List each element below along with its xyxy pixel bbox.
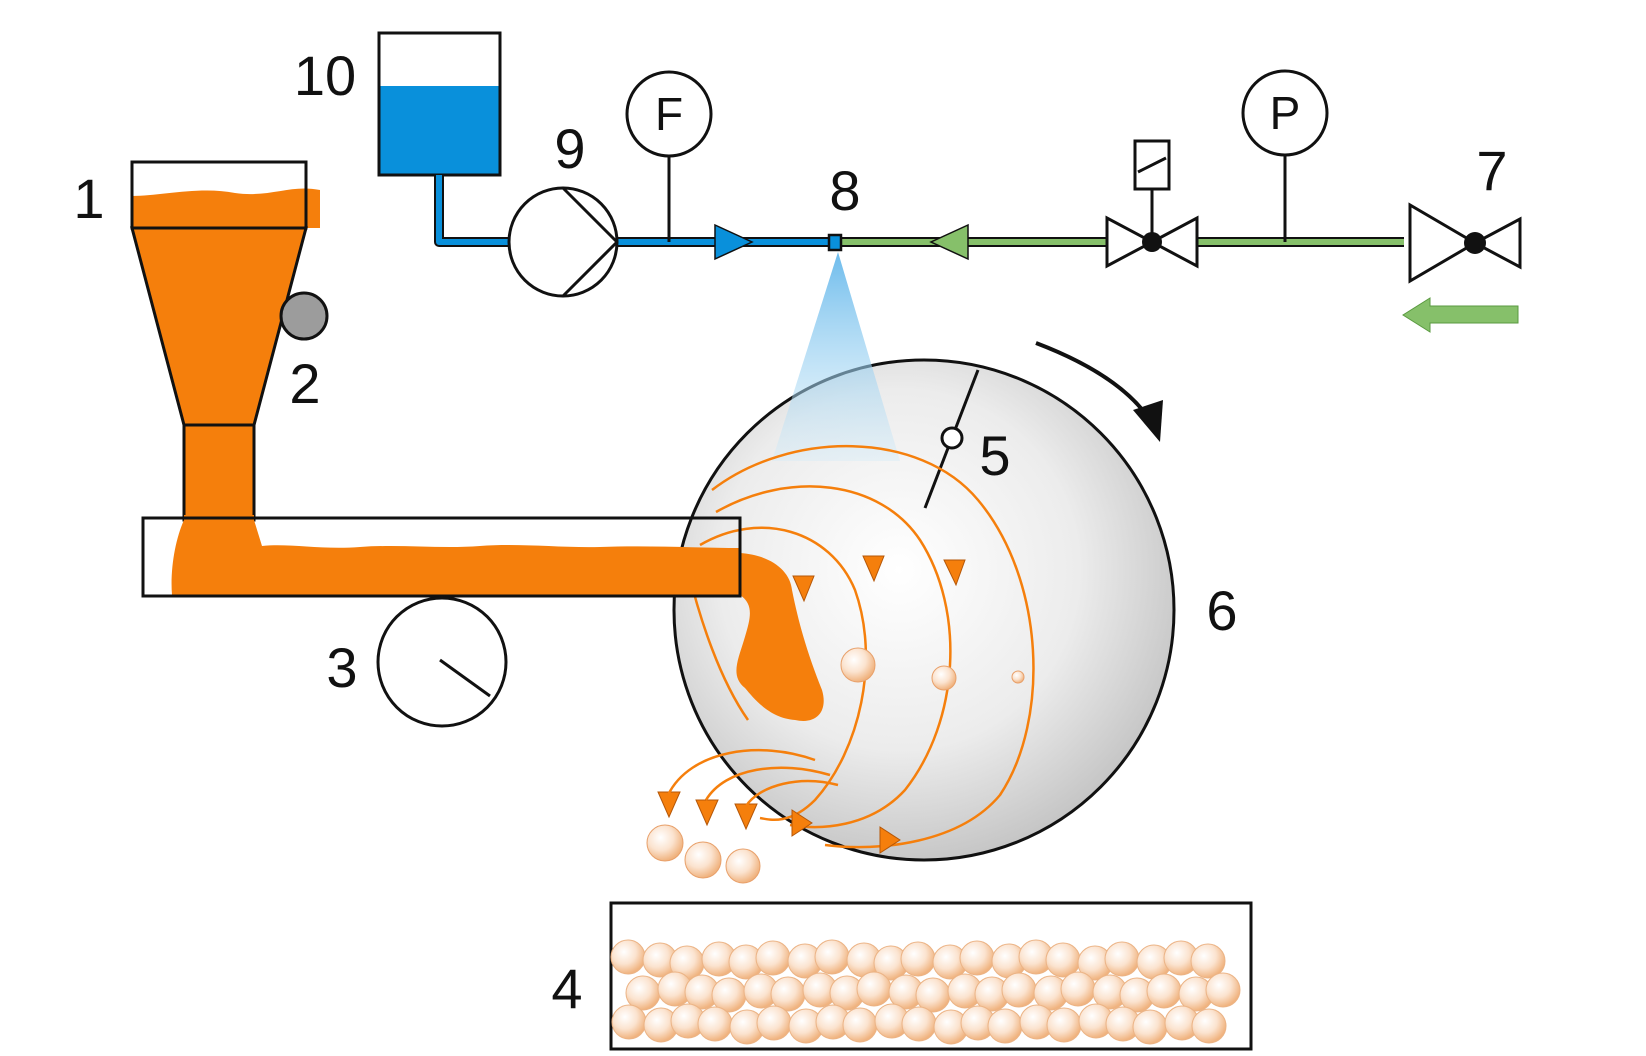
tray-pellet <box>697 1006 733 1042</box>
label-liquid-tank: 10 <box>294 44 356 107</box>
component-labels: 1 2 3 4 5 6 7 8 9 10 <box>73 44 1507 1020</box>
material-drop <box>736 553 824 721</box>
tray-pellet <box>1046 1007 1082 1043</box>
angle-indicator <box>923 369 980 509</box>
label-angle-indicator: 5 <box>979 424 1010 487</box>
tray-pellet <box>959 940 995 976</box>
pressure-gauge-letter: P <box>1270 87 1301 139</box>
label-vibrator: 2 <box>289 352 320 415</box>
label-feeder-gauge: 3 <box>326 636 357 699</box>
exiting-pellets <box>646 824 761 884</box>
feed-hopper <box>130 160 320 522</box>
product-tray <box>609 901 1253 1051</box>
label-pump: 9 <box>554 117 585 180</box>
tray-pellet <box>1190 943 1226 979</box>
flow-direction-arrow <box>714 223 754 261</box>
tray-pellet <box>1104 941 1140 977</box>
liquid-line <box>434 175 830 261</box>
label-drum: 6 <box>1206 579 1237 642</box>
pressure-gauge: P <box>1241 69 1329 242</box>
tray-pellet <box>1146 973 1182 1009</box>
air-direction-arrow <box>929 223 969 261</box>
air-line <box>840 223 1404 261</box>
tray-pellet <box>610 939 646 975</box>
vibrator <box>279 291 329 341</box>
tray-pellet <box>1205 972 1241 1008</box>
flow-gauge-letter: F <box>655 88 683 140</box>
tray-pellet <box>900 941 936 977</box>
label-air-valve: 7 <box>1476 139 1507 202</box>
feeder-gauge <box>376 596 508 728</box>
tray-pellet <box>856 971 892 1007</box>
trajectory-arrowheads <box>657 555 966 854</box>
tray-pellet <box>842 1007 878 1043</box>
tray-pellets <box>610 939 1241 1045</box>
tray-pellet <box>1060 971 1096 1007</box>
tray-pellet <box>987 1008 1023 1044</box>
air-inlet-valve <box>1408 202 1522 284</box>
liquid-level <box>379 86 500 175</box>
tray-pellet <box>901 1006 937 1042</box>
tray-pellet <box>1132 1009 1168 1045</box>
tray-pellet <box>814 939 850 975</box>
nozzle <box>827 233 843 252</box>
label-hopper: 1 <box>73 167 104 230</box>
solenoid-valve-icon <box>1105 139 1199 269</box>
drum-pellets <box>840 647 1025 691</box>
liquid-tank <box>377 31 502 177</box>
tray-pellet <box>611 1004 647 1040</box>
screw-feeder <box>141 515 824 721</box>
exit-trajectories <box>666 749 839 807</box>
flow-gauge: F <box>625 70 713 242</box>
pump <box>507 186 619 298</box>
tray-pellet <box>1191 1008 1227 1044</box>
air-inlet-arrow-icon <box>1402 297 1519 333</box>
label-nozzle: 8 <box>829 159 860 222</box>
rotating-drum <box>672 358 1176 862</box>
tray-pellet <box>1001 972 1037 1008</box>
rotation-arrow-icon <box>1035 341 1163 442</box>
spray-cone <box>772 252 900 461</box>
tray-pellet <box>756 1005 792 1041</box>
tray-pellet <box>755 940 791 976</box>
label-product-tray: 4 <box>551 957 582 1020</box>
